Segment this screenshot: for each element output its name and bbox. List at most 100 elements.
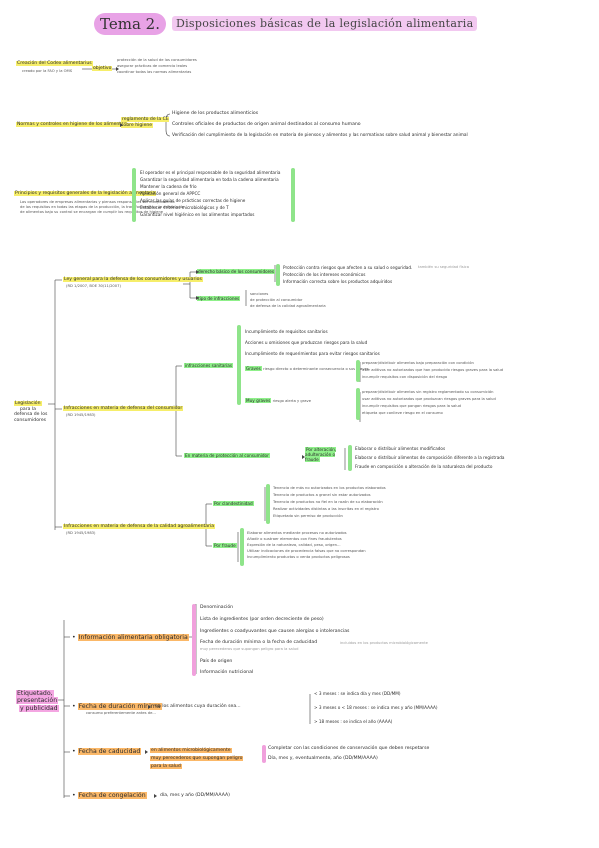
sec4-b3-head: Infracciones en materia de defensa de la… — [63, 524, 216, 529]
sec5-c-mid1: en alimentos microbiológicamente — [150, 748, 232, 753]
sec4-b3-c2: Por fraude — [213, 543, 237, 548]
sec2-mid: reglamento de la CE sobre higiene — [121, 117, 169, 128]
page-title: Tema 2. Disposiciones básicas de la legi… — [94, 12, 478, 35]
sec4-b1-c2-item: de protección al consumidor — [250, 298, 303, 302]
sec4-b1-c1-item: Información correcta sobre los productos… — [283, 279, 393, 284]
sec5-a-item: Denominación — [200, 605, 234, 610]
sec4-b3-c1-brace — [266, 484, 270, 524]
sec2-item: Controles oficiales de productos de orig… — [172, 122, 361, 127]
sec4-b2-c2-item: Elaborar o distribuir alimentos de compo… — [355, 455, 505, 460]
sec4-b2-c1-item: Incumplimiento de requisitos sanitarios — [245, 329, 328, 334]
sec5-c-mid2: muy perecederos que supongan peligro — [150, 756, 244, 761]
sec4-b3-c2-brace — [240, 528, 244, 566]
sec1-item: coordinar todas las normas alimentarias — [117, 70, 192, 74]
sec5-c-head: • Fecha de caducidad — [72, 748, 142, 755]
sec4-b2-c2-mid: Por alteración, adulteración o fraude — [305, 447, 337, 463]
sec5-a-item: Fecha de duración mínima o la fecha de c… — [200, 640, 318, 645]
sec4-b3-sub: (RD 1945/1983) — [66, 531, 96, 535]
sec4-b1-c2: tipo de infracciones — [197, 296, 241, 301]
sec4-b1-c1-brace — [276, 264, 280, 286]
sec3-brace-right — [291, 168, 295, 222]
sec3-item: Mantener la cadena de frío — [140, 184, 197, 189]
sec1-item: protección de la salud de los consumidor… — [117, 58, 197, 62]
sec4-b1-c1-item: Protección contra riesgos que afecten a … — [283, 265, 413, 270]
sec5-side-label: Etiquetado, presentación y publicidad — [16, 690, 59, 712]
sec4-b3-c1-item: Tenencia de más no autorizados en los pr… — [273, 486, 386, 490]
sec4-b2-graves-brace — [356, 360, 360, 382]
title-tema: Tema 2. — [94, 12, 166, 35]
sec4-b3-c2-item: Elaborar alimentos mediante procesos no … — [247, 531, 347, 535]
sec5-b-faint: consumo preferentemente antes de... — [86, 711, 156, 715]
sec4-b2-c2-item: Fraude en composición o alteración de la… — [355, 464, 493, 469]
sec4-b1-c1-faint: también su seguridad física — [418, 265, 469, 269]
sec4-b3-c1: Por clandestinidad — [213, 501, 254, 506]
sec5-b-item: > 18 meses : se indica el año (AAAA) — [314, 719, 393, 724]
sec4-b2-muygraves-item: incumplir requisitos que pongan riesgos … — [362, 404, 462, 408]
sec4-b2-c1-item: Acciones u omisiones que produzcan riesg… — [245, 340, 368, 345]
sec4-b2-c1: infracciones sanitarias — [184, 363, 234, 368]
sec5-d-text: día, mes y año (DD/MM/AAAA) — [160, 793, 230, 798]
sec4-b2-head: Infracciones en materia de defensa del c… — [63, 406, 184, 411]
sec5-a-item: Información nutricional — [200, 670, 254, 675]
sec3-item: Garantizar la seguridad alimentaria en t… — [140, 177, 279, 182]
sec5-c-item: Completar con las condiciones de conserv… — [268, 746, 430, 751]
sec5-c-mid3: para la salud — [150, 764, 182, 769]
sec4-b3-c1-item: Tenencia de productos a granel sin estar… — [273, 493, 371, 497]
sec3-item: El operador es el principal responsable … — [140, 170, 281, 175]
sec4-b3-c1-item: Tenencia de productos no fiel en la razó… — [273, 500, 383, 504]
sec5-b-item: > 3 meses o < 18 meses : se indica mes y… — [314, 705, 438, 710]
sec5-a-head: • Información alimentaria obligatoria — [72, 634, 189, 641]
sec2-item: Higiene de los productos alimenticios — [172, 111, 259, 116]
sec4-b3-c2-item: Añadir o sustraer elementos con fines fr… — [247, 537, 342, 541]
sec4-b3-c2-item: Incumplimiento productos o venta product… — [247, 555, 350, 559]
sec5-a-item: Ingredientes o coadyuvantes que causen a… — [200, 629, 350, 634]
sec3-item: Establecer criterios microbiológicos y d… — [140, 205, 229, 210]
sec2-item: Verificación del cumplimiento de la legi… — [172, 133, 468, 138]
sec4-b3-c2-item: Utilizar indicaciones de procedencia fal… — [247, 549, 366, 553]
sec4-b3-c1-item: Realizar actividades distintas a las ins… — [273, 507, 379, 511]
sec5-b-text: en los alimentos cuya duración sea... — [155, 704, 241, 709]
sec3-item: Aplicación general de APPCC — [140, 191, 201, 196]
sec1-mid: objetivo — [92, 66, 113, 71]
sec1-head2: creado por la FAO y la OMS — [22, 69, 73, 73]
sec3-note: Los operadores de empresas alimentarias … — [20, 200, 175, 204]
sec4-b2-muygraves: Muy graves riesgo alerta y grave — [245, 398, 311, 403]
sec3-head: Principios y requisitos generales de la … — [14, 191, 157, 196]
sec5-b-head: • Fecha de duración mínima — [72, 703, 162, 710]
sec5-a-brace — [192, 604, 196, 676]
sec1-head: Creación del Codex alimentarius — [16, 61, 93, 66]
sec3-brace — [132, 168, 136, 222]
sec5-c-brace — [262, 745, 266, 763]
sec1-item: asegurar prácticas de comercio leales — [117, 64, 188, 68]
sec4-b2-muygraves-item: etiqueta que conlleve riesgo en el consu… — [362, 411, 443, 415]
sec5-a-item: Lista de ingredientes (por orden decreci… — [200, 617, 324, 622]
sec4-b2-muygraves-brace — [356, 388, 360, 420]
sec5-a-faint: muy perecederos que supongan peligro par… — [200, 647, 299, 651]
sec4-side-label: Legislación para la defensa de los consu… — [14, 401, 48, 423]
sec4-b2-graves-item: incumplir requisitos con disposición del… — [362, 375, 448, 379]
sec4-b2-c2: En materia de protección al consumidor — [184, 453, 270, 458]
sec4-b3-c2-item: Expresión de la naturaleza, calidad, pes… — [247, 543, 341, 547]
sec5-c-item: Día, mes y, eventualmente, año (DD/MM/AA… — [268, 756, 378, 761]
sec4-b2-c2-brace — [348, 445, 352, 471]
sec4-b2-c2-item: Elaborar o distribuir alimentos modifica… — [355, 446, 446, 451]
title-subtitle: Disposiciones básicas de la legislación … — [171, 16, 478, 31]
sec4-b1-c2-item: sanciones — [250, 292, 269, 296]
sec4-b2-graves-item: preparar/distribuir alimentos bajo prepa… — [362, 361, 474, 365]
sec4-b1-sub: (RD 1/2007, BOE 30/11/2007) — [66, 284, 121, 288]
sec4-b2-graves-item: usar aditivos no autorizados que han pro… — [362, 368, 504, 372]
sec4-b2-c1-item: Incumplimiento de requerimientos para ev… — [245, 351, 380, 356]
sec4-b2-c1-brace — [237, 325, 241, 405]
sec4-b1-head: Ley general para la defensa de los consu… — [63, 277, 203, 282]
sec4-b2-sub: (RD 1945/1983) — [66, 413, 96, 417]
sec3-item: Aplicar las guías de prácticas correctas… — [140, 198, 246, 203]
sec4-b2-graves: Graves riesgo directo o determinante con… — [245, 366, 369, 371]
sec4-b3-c1-item: Etiquetado sin permiso de producción — [273, 514, 343, 518]
sec3-note: de alimentos bajo su control se encargan… — [20, 210, 164, 214]
sec5-a-item: País de origen — [200, 659, 233, 664]
sec5-a-faint: incluidos en los productos microbiológic… — [340, 641, 428, 645]
sec4-b2-muygraves-item: usar aditivos no autorizados que produzc… — [362, 397, 496, 401]
sec4-b2-muygraves-item: preparar/distribuir alimentos sin regist… — [362, 390, 494, 394]
sec4-b1-c1: derecho básico de los consumidores — [197, 269, 276, 274]
